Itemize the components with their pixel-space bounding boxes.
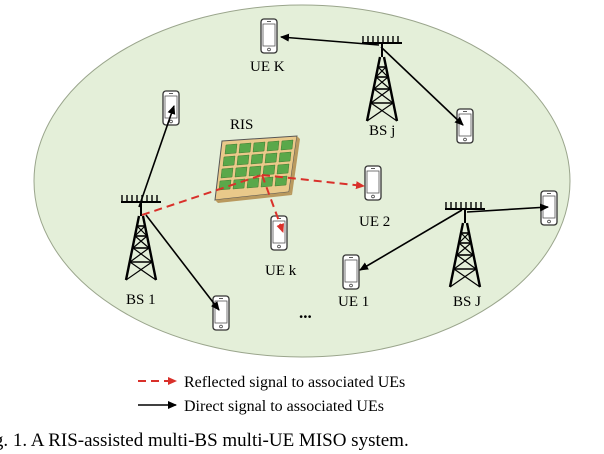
direct-signal-bs1-ue-top	[138, 105, 176, 208]
legend-reflected-label: Reflected signal to associated UEs	[184, 374, 405, 391]
reflected-signal-ris-ue2	[261, 174, 365, 190]
legend-direct-label: Direct signal to associated UEs	[184, 398, 384, 415]
ue-1-phone	[342, 254, 360, 290]
direct-signal-bs1-ue-bottom	[145, 214, 220, 311]
ellipsis: ...	[299, 303, 312, 322]
legend: Reflected signal to associated UEs Direc…	[138, 374, 405, 415]
ue-K-phone	[260, 18, 278, 54]
incident-signal-bs1-ris	[141, 174, 263, 216]
label-ue-K: UE K	[250, 59, 285, 75]
reflected-signal-ris-uek	[261, 174, 284, 233]
direct-signal-bsJ-ue1	[359, 209, 463, 271]
ue-2-phone	[364, 165, 382, 201]
label-ue-2: UE 2	[359, 214, 390, 230]
label-ris: RIS	[230, 117, 253, 133]
label-bs-J: BS J	[453, 294, 481, 310]
label-ue-k: UE k	[265, 263, 297, 279]
direct-signal-bsj-ueK	[280, 33, 380, 46]
ris-panel	[214, 135, 300, 203]
ue-phone-top-left	[162, 90, 180, 126]
label-ue-1: UE 1	[338, 294, 369, 310]
ue-phone-right-of-bs-j	[456, 108, 474, 144]
label-bs-1: BS 1	[126, 292, 156, 308]
ue-phone-bottom-left	[212, 295, 230, 331]
figure-caption: Fig. 1. A RIS-assisted multi-BS multi-UE…	[0, 430, 409, 451]
direct-signal-bsj-ue	[380, 46, 464, 126]
direct-signal-bsJ-ue-right	[466, 203, 549, 213]
ue-k-phone	[270, 215, 288, 251]
label-bs-j: BS j	[369, 123, 395, 139]
